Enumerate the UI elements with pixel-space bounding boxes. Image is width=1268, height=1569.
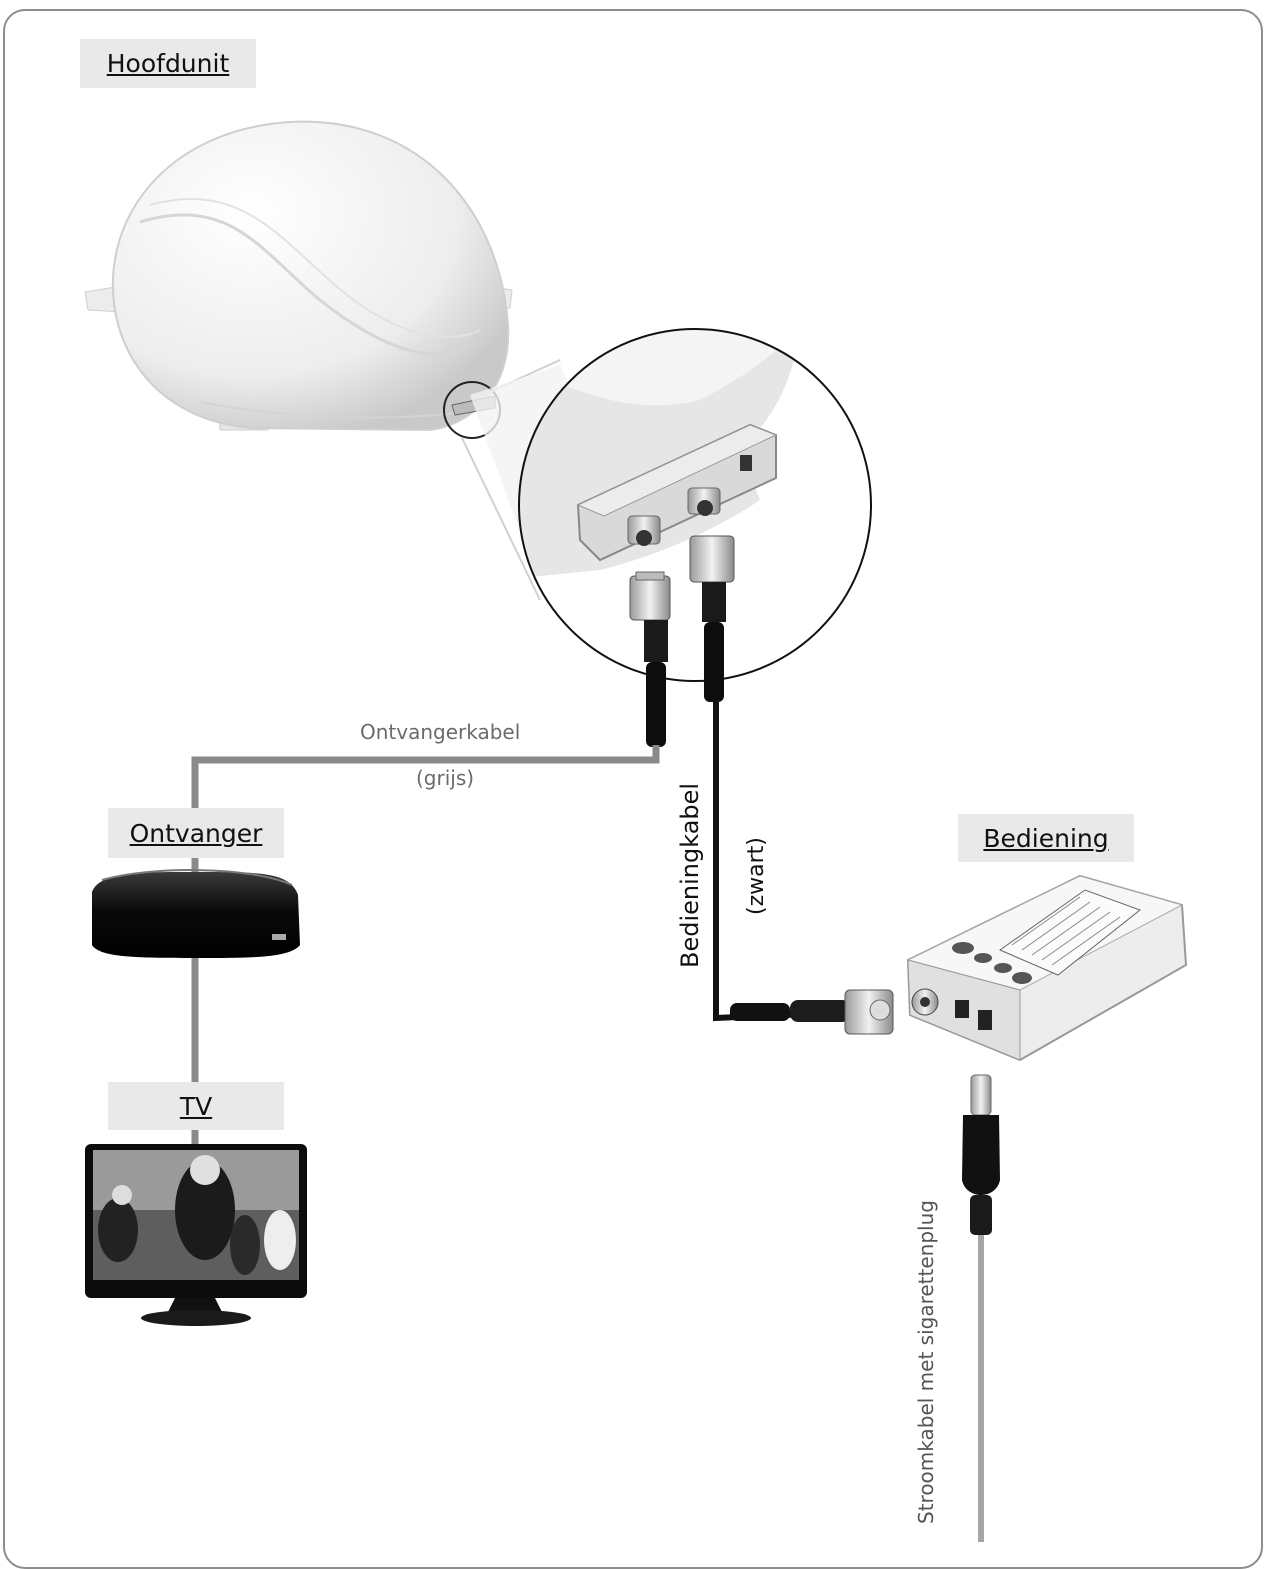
controller-device bbox=[906, 874, 1188, 1062]
receiver-cable-label: Ontvangerkabel bbox=[360, 720, 521, 744]
connector-zoom bbox=[518, 328, 872, 682]
control-cable-label: Bedieningkabel bbox=[676, 782, 704, 968]
receiver-label: Ontvanger bbox=[108, 808, 284, 858]
receiver-cable-color-label: (grijs) bbox=[416, 766, 475, 790]
tv-set bbox=[85, 1144, 307, 1326]
receiver-box bbox=[92, 869, 300, 958]
black-cable-connector bbox=[689, 535, 735, 702]
main-unit-label: Hoofdunit bbox=[80, 39, 256, 88]
power-plug bbox=[962, 1074, 1000, 1235]
power-cable-label: Stroomkabel met sigarettenplug bbox=[914, 1200, 938, 1524]
tv-label: TV bbox=[108, 1082, 284, 1130]
control-cable-plug bbox=[730, 989, 894, 1035]
control-cable bbox=[713, 700, 851, 1022]
grey-cable-connector bbox=[629, 571, 671, 747]
main-unit-dome bbox=[84, 120, 513, 432]
control-cable-color-label: (zwart) bbox=[744, 837, 769, 915]
controller-label: Bediening bbox=[958, 814, 1134, 862]
